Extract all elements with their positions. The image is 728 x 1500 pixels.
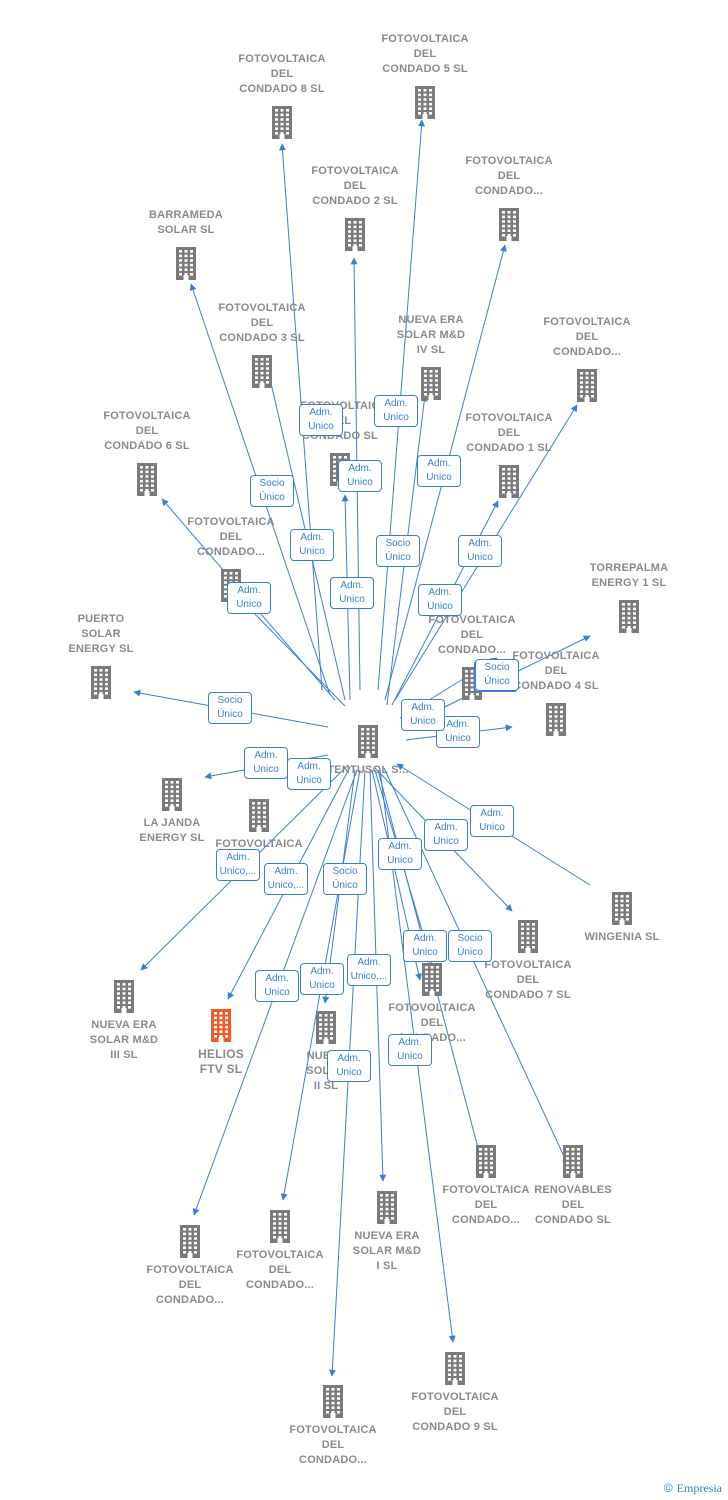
building-icon[interactable] xyxy=(271,105,293,144)
building-icon[interactable] xyxy=(376,1190,398,1229)
brand-logo: Empresia xyxy=(676,1481,722,1495)
building-icon[interactable] xyxy=(161,777,183,816)
brand-footer[interactable]: ©Empresia xyxy=(664,1481,722,1496)
relation-badge[interactable]: Adm. Unico xyxy=(403,930,447,962)
company-label-ne3[interactable]: NUEVA ERA SOLAR M&D III SL xyxy=(89,1019,159,1061)
relation-badge[interactable]: Adm. Unico xyxy=(255,970,299,1002)
relation-badge[interactable]: Socio Único xyxy=(250,475,294,507)
building-icon[interactable] xyxy=(414,85,436,124)
building-icon[interactable] xyxy=(444,1351,466,1390)
building-icon[interactable] xyxy=(175,246,197,285)
company-label-fcD[interactable]: FOTOVOLTAICA DEL CONDADO... xyxy=(428,614,516,656)
relation-badge[interactable]: Adm. Unico xyxy=(436,716,480,748)
relation-badge[interactable]: Socio Único xyxy=(208,692,252,724)
building-icon[interactable] xyxy=(248,798,270,837)
relation-badge[interactable]: Adm. Unico xyxy=(374,395,418,427)
company-label-fcE[interactable]: FOTOVOLTAICA xyxy=(215,838,303,850)
relation-badge[interactable]: Adm. Unico xyxy=(388,1034,432,1066)
building-icon[interactable] xyxy=(517,919,539,958)
company-label-helios[interactable]: HELIOS FTV SL xyxy=(198,1047,244,1076)
relation-badge[interactable]: Socio Único xyxy=(376,535,420,567)
company-label-fc1[interactable]: FOTOVOLTAICA DEL CONDADO 1 SL xyxy=(465,412,553,454)
relation-badge[interactable]: Adm. Unico,... xyxy=(264,863,308,895)
building-icon[interactable] xyxy=(421,962,443,1001)
relation-badge[interactable]: Adm. Unico xyxy=(418,584,462,616)
relation-badge[interactable]: Adm. Unico xyxy=(424,819,468,851)
relation-badge[interactable]: Adm. Unico,... xyxy=(347,954,391,986)
building-icon[interactable] xyxy=(210,1008,232,1047)
company-label-fc6[interactable]: FOTOVOLTAICA DEL CONDADO 6 SL xyxy=(103,410,191,452)
company-label-tentusol[interactable]: TENTUSOL S... xyxy=(327,764,409,776)
company-label-fc2[interactable]: FOTOVOLTAICA DEL CONDADO 2 SL xyxy=(311,165,399,207)
building-icon[interactable] xyxy=(322,1384,344,1423)
company-label-puerto[interactable]: PUERTO SOLAR ENERGY SL xyxy=(68,613,134,655)
building-icon[interactable] xyxy=(562,1144,584,1183)
company-label-fc7[interactable]: FOTOVOLTAICA DEL CONDADO 7 SL xyxy=(484,959,572,1001)
building-icon[interactable] xyxy=(618,599,640,638)
company-label-ne1[interactable]: NUEVA ERA SOLAR M&D I SL xyxy=(352,1230,422,1272)
copyright-symbol: © xyxy=(663,1481,673,1495)
relation-badge[interactable]: Adm. Unico xyxy=(299,404,343,436)
relation-badge[interactable]: Adm. Unico xyxy=(458,535,502,567)
building-icon[interactable] xyxy=(179,1224,201,1263)
building-icon[interactable] xyxy=(357,724,379,763)
company-label-fcA[interactable]: FOTOVOLTAICA DEL CONDADO... xyxy=(465,155,553,197)
building-icon[interactable] xyxy=(315,1010,337,1049)
building-icon[interactable] xyxy=(113,979,135,1018)
relation-badge[interactable]: Adm. Unico xyxy=(227,582,271,614)
relation-badge[interactable]: Adm. Unico xyxy=(287,758,331,790)
relation-badge[interactable]: Adm. Unico xyxy=(378,838,422,870)
company-label-fcH[interactable]: FOTOVOLTAICA DEL CONDADO... xyxy=(146,1264,234,1306)
company-label-fc4[interactable]: FOTOVOLTAICA DEL CONDADO 4 SL xyxy=(512,650,600,692)
company-label-renovables[interactable]: RENOVABLES DEL CONDADO SL xyxy=(534,1184,612,1226)
building-icon[interactable] xyxy=(498,207,520,246)
company-label-fcI[interactable]: FOTOVOLTAICA DEL CONDADO... xyxy=(236,1249,324,1291)
building-icon[interactable] xyxy=(90,665,112,704)
relation-badge[interactable]: Adm. Unico xyxy=(327,1050,371,1082)
relation-badge[interactable]: Adm. Unico xyxy=(417,455,461,487)
relation-badge[interactable]: Socio Único xyxy=(475,659,519,691)
company-label-torrepalma[interactable]: TORREPALMA ENERGY 1 SL xyxy=(589,562,669,589)
company-label-fcJ[interactable]: FOTOVOLTAICA DEL CONDADO... xyxy=(289,1424,377,1466)
building-icon[interactable] xyxy=(344,217,366,256)
building-icon[interactable] xyxy=(498,464,520,503)
building-icon[interactable] xyxy=(420,366,442,405)
edge-tentusol-fcC xyxy=(247,606,346,707)
relation-badge[interactable]: Adm. Unico,... xyxy=(216,849,260,881)
company-label-fc9[interactable]: FOTOVOLTAICA DEL CONDADO 9 SL xyxy=(411,1391,499,1433)
building-icon[interactable] xyxy=(576,368,598,407)
relation-badge[interactable]: Socio Único xyxy=(323,863,367,895)
building-icon[interactable] xyxy=(136,462,158,501)
company-label-fc5[interactable]: FOTOVOLTAICA DEL CONDADO 5 SL xyxy=(381,33,469,75)
company-label-lajanda[interactable]: LA JANDA ENERGY SL xyxy=(139,817,205,844)
relation-badge[interactable]: Adm. Unico xyxy=(330,577,374,609)
relation-badge[interactable]: Adm. Unico xyxy=(290,529,334,561)
company-label-fcB[interactable]: FOTOVOLTAICA DEL CONDADO... xyxy=(543,316,631,358)
relation-badge[interactable]: Adm. Unico xyxy=(470,805,514,837)
company-label-fc3[interactable]: FOTOVOLTAICA DEL CONDADO 3 SL xyxy=(218,302,306,344)
building-icon[interactable] xyxy=(475,1144,497,1183)
building-icon[interactable] xyxy=(611,891,633,930)
relation-badge[interactable]: Adm. Unico xyxy=(401,699,445,731)
company-label-fcC[interactable]: FOTOVOLTAICA DEL CONDADO... xyxy=(187,516,275,558)
building-icon[interactable] xyxy=(251,354,273,393)
company-label-fc8[interactable]: FOTOVOLTAICA DEL CONDADO 8 SL xyxy=(238,53,326,95)
company-label-wingenia[interactable]: WINGENIA SL xyxy=(584,931,660,943)
relation-badge[interactable]: Adm. Unico xyxy=(300,963,344,995)
relation-badge[interactable]: Adm. Unico xyxy=(338,460,382,492)
relation-badge[interactable]: Adm. Unico xyxy=(244,747,288,779)
company-label-ne4[interactable]: NUEVA ERA SOLAR M&D IV SL xyxy=(396,314,466,356)
building-icon[interactable] xyxy=(545,702,567,741)
company-label-fcG[interactable]: FOTOVOLTAICA DEL CONDADO... xyxy=(442,1184,530,1226)
company-label-barrameda[interactable]: BARRAMEDA SOLAR SL xyxy=(149,209,223,236)
building-icon[interactable] xyxy=(269,1209,291,1248)
edge-tentusol-renovables xyxy=(383,767,569,1166)
relation-badge[interactable]: Socio Único xyxy=(448,930,492,962)
